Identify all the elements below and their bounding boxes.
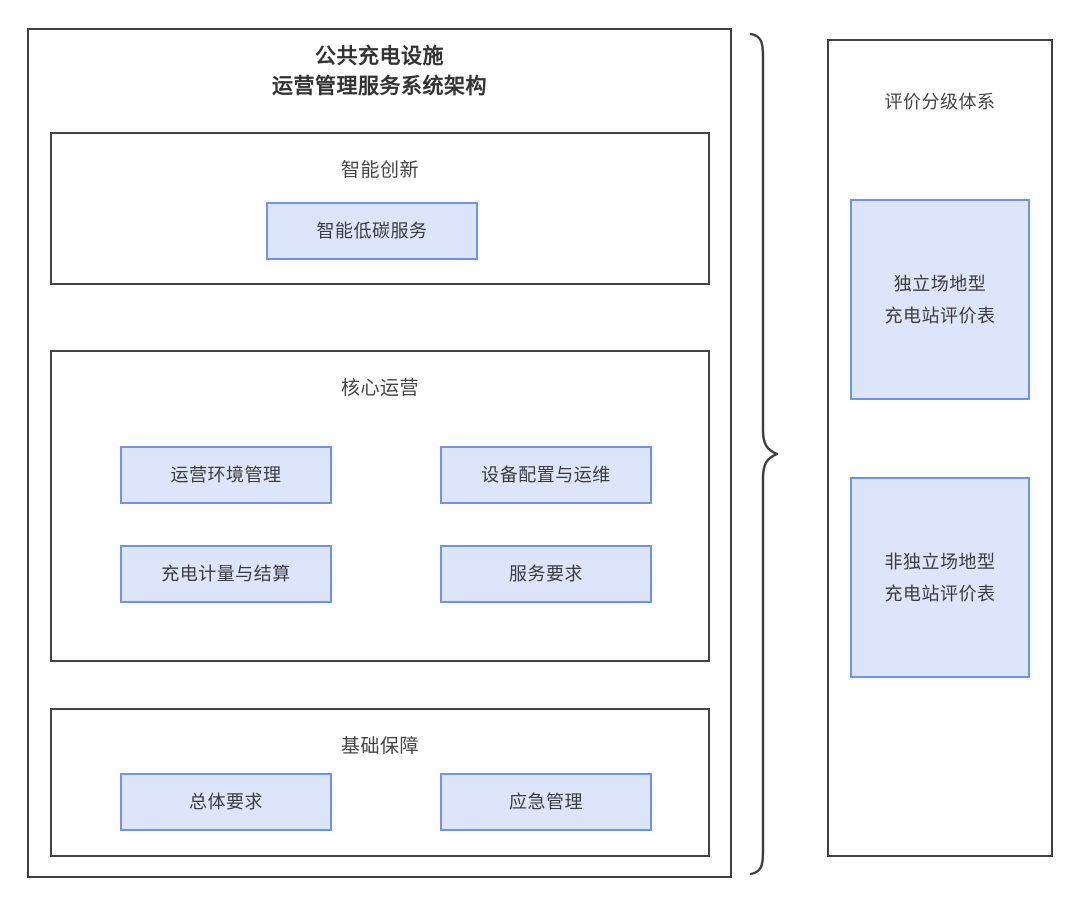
item-box-charging-metering-and-settlement[interactable]: 充电计量与结算: [120, 545, 332, 603]
page-title-line-2: 运营管理服务系统架构: [272, 75, 487, 98]
item-box-service-requirements[interactable]: 服务要求: [440, 545, 652, 603]
card-line-1: 独立场地型: [893, 273, 987, 294]
section-label-core-operations: 核心运营: [340, 378, 419, 399]
item-box-operation-environment-management[interactable]: 运营环境管理: [120, 446, 332, 504]
card-line-2: 充电站评价表: [884, 305, 996, 326]
section-label-foundation-guarantee: 基础保障: [340, 736, 419, 757]
card-independent-site-charging-station-evaluation-form[interactable]: 独立场地型 充电站评价表: [850, 199, 1030, 400]
item-box-equipment-config-and-maintenance[interactable]: 设备配置与运维: [440, 446, 652, 504]
section-core-operations: [50, 350, 710, 662]
item-box-smart-low-carbon-service[interactable]: 智能低碳服务: [266, 202, 478, 260]
page-title: 公共充电设施 运营管理服务系统架构: [27, 42, 732, 102]
section-label-smart-innovation: 智能创新: [340, 160, 419, 181]
item-box-emergency-management[interactable]: 应急管理: [440, 773, 652, 831]
card-line-1: 非独立场地型: [884, 551, 996, 572]
card-line-2: 充电站评价表: [884, 583, 996, 604]
card-non-independent-site-charging-station-evaluation-form[interactable]: 非独立场地型 充电站评价表: [850, 477, 1030, 678]
evaluation-grading-panel: [827, 39, 1053, 857]
panel-label-evaluation-grading: 评价分级体系: [884, 92, 996, 112]
right-curly-brace-icon: [749, 32, 779, 876]
page-title-line-1: 公共充电设施: [315, 45, 444, 68]
item-box-overall-requirements[interactable]: 总体要求: [120, 773, 332, 831]
